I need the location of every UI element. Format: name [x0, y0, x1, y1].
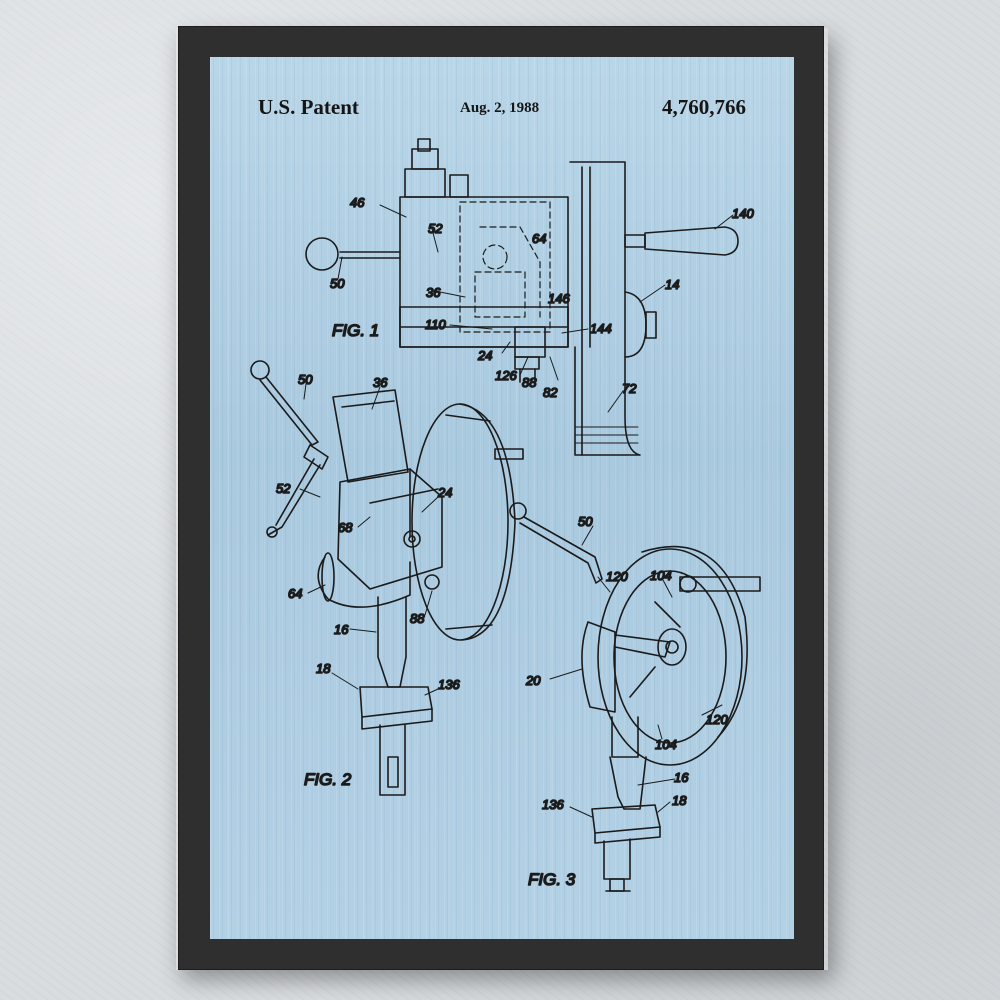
figure-2-drawing	[251, 361, 523, 795]
callout-label: 16	[334, 622, 349, 637]
callout-label: 18	[316, 661, 331, 676]
callout-label: 52	[428, 221, 443, 236]
callout-label: 20	[525, 673, 541, 688]
callout-label: 144	[590, 321, 612, 336]
callout-label: 50	[578, 514, 593, 529]
figure-1-label: FIG. 1	[332, 321, 379, 340]
callout-label: 126	[495, 368, 517, 383]
callout-label: 104	[650, 568, 672, 583]
callout-label: 36	[426, 285, 441, 300]
callout-label: 82	[543, 385, 558, 400]
callout-label: 14	[665, 277, 679, 292]
figure-2-label: FIG. 2	[304, 770, 352, 789]
callout-label: 50	[330, 276, 345, 291]
callout-label: 46	[350, 195, 365, 210]
callout-label: 24	[437, 485, 452, 500]
callout-label: 88	[522, 375, 537, 390]
callout-label: 24	[477, 348, 492, 363]
callout-label: 136	[438, 677, 460, 692]
callout-label: 52	[276, 481, 291, 496]
figure-3-drawing	[510, 503, 760, 891]
figure-3-label: FIG. 3	[528, 870, 576, 889]
callout-label: 140	[732, 206, 754, 221]
callout-label: 120	[606, 569, 628, 584]
patent-print: U.S. Patent Aug. 2, 1988 4,760,766	[210, 57, 794, 939]
callout-label: 50	[298, 372, 313, 387]
figure-1-drawing	[306, 139, 738, 455]
callout-label: 36	[373, 375, 388, 390]
patent-drawings: 46 52 64 140 50 36 146 14 110 144 24 126…	[210, 57, 794, 939]
callout-label: 110	[425, 317, 446, 332]
callout-label: 64	[288, 586, 302, 601]
callout-label: 64	[532, 231, 546, 246]
callout-label: 146	[548, 291, 570, 306]
callout-label: 136	[542, 797, 564, 812]
callout-label: 88	[410, 611, 425, 626]
callout-label: 104	[655, 737, 677, 752]
callout-label: 72	[622, 381, 637, 396]
callout-label: 68	[338, 520, 353, 535]
callout-label: 18	[672, 793, 687, 808]
callout-label: 120	[706, 712, 728, 727]
callout-label: 16	[674, 770, 689, 785]
